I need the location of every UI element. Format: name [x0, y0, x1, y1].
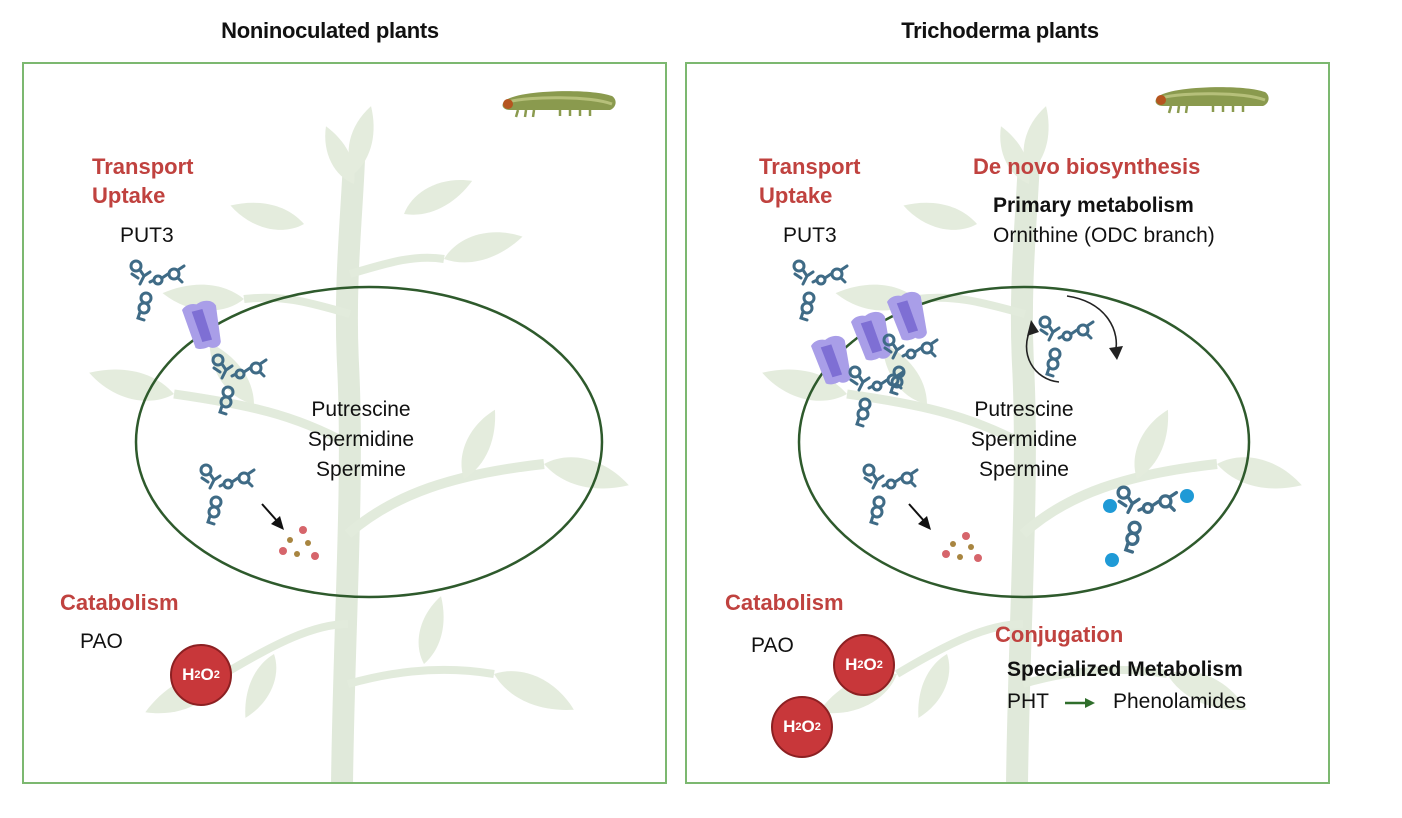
panel-trichoderma: Transport Uptake PUT3 De novo biosynthes…	[685, 62, 1330, 784]
transport-heading: Transport Uptake	[92, 152, 193, 210]
transport-heading-line1: Transport	[92, 154, 194, 179]
h2o2-sub2: 2	[876, 659, 883, 671]
transport-heading-line1: Transport	[759, 154, 861, 179]
h2o2-sub1: 2	[795, 721, 802, 733]
polyamine-spermidine: Spermidine	[307, 428, 415, 451]
specialized-metabolism-label: Specialized Metabolism	[1007, 658, 1243, 681]
panel-title-trichoderma: Trichoderma plants	[901, 18, 1099, 43]
conjugated-polyamine-icon	[1103, 485, 1194, 567]
cell-membrane	[797, 285, 1251, 599]
polyamine-list: Putrescine Spermidine Spermine	[286, 395, 436, 485]
caterpillar-icon	[1155, 87, 1269, 114]
degradation-products-icon	[279, 526, 319, 560]
phenolamides-label: Phenolamides	[1113, 690, 1247, 713]
h2o2-h: H	[182, 665, 195, 684]
ornithine-label: Ornithine (ODC branch)	[993, 224, 1215, 247]
polyamine-molecule-icon	[792, 259, 849, 322]
plant-silhouette	[758, 103, 1306, 782]
polyamine-molecule-icon	[1038, 315, 1095, 378]
plant-silhouette	[85, 103, 633, 782]
arrow-icon	[908, 503, 931, 530]
cycle-arrowhead-icon	[1027, 320, 1039, 336]
h2o2-sub2: 2	[814, 721, 821, 733]
catabolism-heading: Catabolism	[725, 590, 844, 615]
caterpillar-icon	[502, 91, 616, 118]
transport-heading-line2: Uptake	[759, 183, 833, 208]
panel-title-noninoculated: Noninoculated plants	[221, 18, 439, 43]
panel-graphics	[85, 91, 633, 782]
primary-metabolism-label: Primary metabolism	[993, 194, 1194, 217]
conjugation-heading: Conjugation	[995, 622, 1124, 647]
polyamine-spermine: Spermine	[979, 458, 1069, 481]
h2o2-sub1: 2	[194, 669, 201, 681]
degradation-products-icon	[942, 532, 982, 562]
polyamine-spermine: Spermine	[316, 458, 406, 481]
cell-membrane	[134, 285, 604, 599]
h2o2-sub2: 2	[213, 669, 220, 681]
transport-heading: Transport Uptake	[759, 152, 860, 210]
h2o2-o: O	[200, 665, 214, 684]
gene-label-put3: PUT3	[120, 224, 174, 247]
polyamine-list: Putrescine Spermidine Spermine	[949, 395, 1099, 485]
cycle-arrowhead-icon	[1109, 346, 1123, 360]
h2o2-o: O	[801, 717, 815, 736]
h2o2-h: H	[783, 717, 796, 736]
arrow-icon	[261, 503, 284, 530]
h2o2-sub1: 2	[857, 659, 864, 671]
gene-label-put3: PUT3	[783, 224, 837, 247]
polyamine-molecule-icon	[862, 463, 919, 526]
panel-graphics	[758, 87, 1306, 782]
catabolism-heading: Catabolism	[60, 590, 179, 615]
polyamine-spermidine: Spermidine	[970, 428, 1078, 451]
panel-noninoculated: Transport Uptake PUT3 Putrescine Spermid…	[22, 62, 667, 784]
polyamine-molecule-icon	[199, 463, 256, 526]
biosynthesis-heading: De novo biosynthesis	[973, 154, 1201, 179]
enzyme-label-pao: PAO	[80, 630, 123, 653]
enzyme-label-pht: PHT	[1007, 690, 1049, 713]
polyamine-putrescine: Putrescine	[311, 398, 411, 421]
h2o2-h: H	[845, 655, 858, 674]
enzyme-label-pao: PAO	[751, 634, 794, 657]
polyamine-putrescine: Putrescine	[974, 398, 1074, 421]
pht-arrow-icon	[1065, 698, 1095, 708]
h2o2-o: O	[863, 655, 877, 674]
transport-heading-line2: Uptake	[92, 183, 166, 208]
